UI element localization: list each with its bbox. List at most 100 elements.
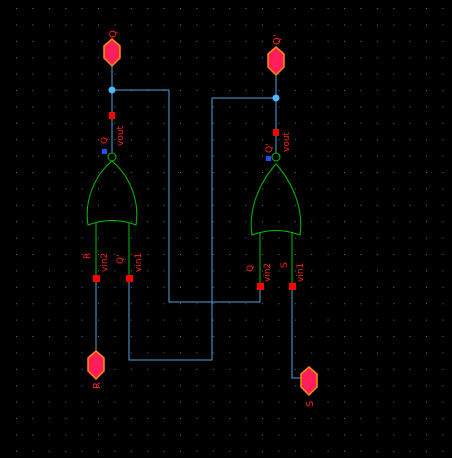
grid-dot [196,319,198,321]
grid-dot [245,8,247,9]
grid-dot [327,139,329,141]
grid-dot [229,319,231,321]
grid-dot [229,270,231,272]
grid-dot [360,8,362,9]
grid-dot [196,418,198,419]
grid-dot [114,73,116,75]
grid-dot [442,270,444,272]
pin-vin2[interactable] [93,275,100,282]
grid-dot [212,188,214,190]
grid-dot [278,90,280,91]
grid-dot [180,155,181,157]
grid-dot [311,221,313,223]
grid-dot [196,90,198,91]
grid-dot [130,172,132,173]
nor-gate-1[interactable]: Q vout R vin2 Q' vin1 [83,112,144,282]
grid-dot [409,336,411,337]
grid-dot [409,385,411,387]
wire-q-feedback-to-nor2[interactable] [112,89,261,303]
grid-dot [426,286,427,288]
grid-dot [409,40,411,42]
port-q[interactable]: Q [103,30,121,68]
grid-dot [212,286,214,288]
grid-dot [229,254,231,255]
pin-vout[interactable] [109,112,115,119]
grid-dot [229,172,231,173]
pin-vin2[interactable] [257,283,264,290]
grid-dot [393,237,395,239]
grid-dot [442,418,444,419]
pin-vout[interactable] [273,129,279,136]
grid-dot [376,40,378,42]
port-s[interactable]: S [300,366,318,407]
grid-dot [278,352,280,354]
grid-dot [294,450,296,452]
wire-qbar-feedback-to-nor1[interactable] [128,97,276,361]
grid-dot [180,237,181,239]
grid-dot [442,352,444,354]
wire-s-input[interactable] [291,287,303,379]
grid-dot [393,450,395,452]
grid-dot [426,122,427,124]
grid-dot [81,57,83,59]
grid-dot [16,237,17,239]
grid-dot [180,286,181,288]
grid-dot [327,24,329,26]
grid-dot [278,204,280,206]
grid-dot [360,286,362,288]
grid-dot [114,188,116,190]
grid-dot [163,336,165,337]
grid-dot [426,352,427,354]
grid-dot [196,106,198,108]
grid-dot [360,139,362,141]
grid-dot [212,221,214,223]
grid-dot [245,106,247,108]
grid-dot [32,188,34,190]
grid-dot [409,303,411,305]
grid-dot [294,106,296,108]
grid-dot [229,188,231,190]
grid-dot [426,385,427,387]
grid-dot [32,221,34,223]
grid-dot [327,73,329,75]
nor-gate-2[interactable]: Q' vout Q vin2 S vin1 [246,129,306,290]
grid-dot [196,237,198,239]
grid-dot [65,385,67,387]
grid-dot [180,172,181,173]
port-qbar[interactable]: Q' [267,34,285,77]
grid-dot [311,434,313,436]
grid-dot [327,286,329,288]
grid-dot [442,90,444,91]
grid-dot [130,401,132,403]
grid-dot [32,336,34,337]
grid-dot [294,401,296,403]
grid-dot [81,286,83,288]
grid-dot [327,106,329,108]
grid-dot [344,188,345,190]
grid-dot [48,40,50,42]
grid-dot [98,106,99,108]
grid-dot [442,450,444,452]
grid-dot [163,286,165,288]
grid-dot [344,73,345,75]
grid-dot [409,450,411,452]
grid-dot [262,40,263,42]
grid-dot [426,434,427,436]
pin-vin1[interactable] [289,283,296,290]
grid-dot [180,188,181,190]
pin-vin1[interactable] [126,275,133,282]
wire-junction-qbar [272,94,280,102]
grid-dot [114,286,116,288]
grid-dot [196,24,198,26]
grid-dot [409,188,411,190]
grid-dot [163,303,165,305]
port-r[interactable]: R [87,350,105,389]
grid-dot [147,188,149,190]
grid-dot [212,270,214,272]
grid-dot [294,90,296,91]
grid-dot [16,270,17,272]
grid-dot [196,73,198,75]
grid-dot [48,221,50,223]
grid-dot [48,237,50,239]
grid-dot [426,237,427,239]
